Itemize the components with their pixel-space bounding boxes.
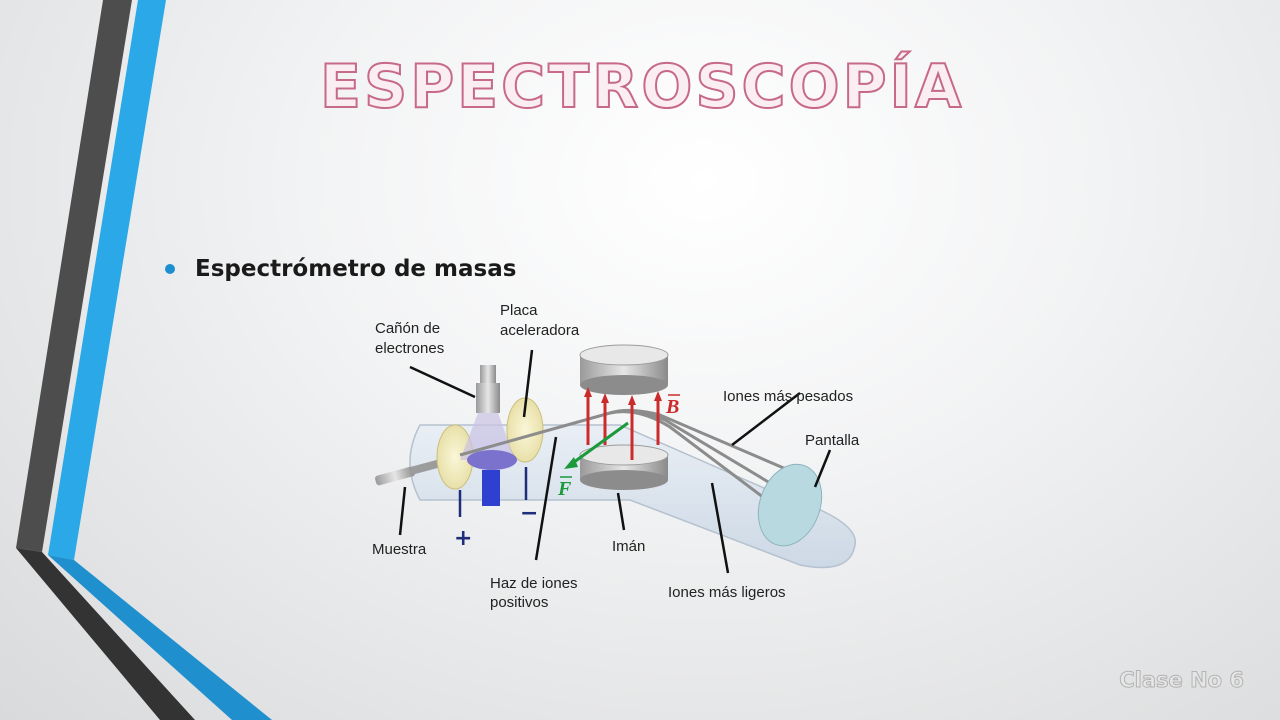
- minus-sign: −: [520, 501, 538, 526]
- dark-diagonal-band: [16, 0, 132, 552]
- dark-lower-band: [16, 548, 195, 720]
- blue-diagonal-band: [48, 0, 166, 560]
- label-electron-gun-1: Cañón de: [375, 320, 440, 337]
- label-beam-2: positivos: [490, 594, 548, 611]
- magnet: [579, 344, 669, 490]
- label-beam-1: Haz de iones: [490, 575, 578, 592]
- field-arrowheads: [584, 387, 662, 405]
- slide-footer: Clase No 6: [1119, 668, 1245, 693]
- bullet-item: Espectrómetro de masas: [165, 256, 516, 282]
- mass-spectrometer-diagram: B F + − Cañón de electrones Placa aceler…: [372, 302, 860, 611]
- force-arrowhead: [564, 457, 578, 469]
- leader-lines: [398, 349, 832, 574]
- b-vector-label: B: [665, 396, 679, 418]
- slide-title: ESPECTROSCOPÍA: [319, 51, 965, 123]
- label-magnet: Imán: [612, 538, 645, 555]
- plus-sign: +: [454, 526, 472, 551]
- detector-screen: [757, 463, 823, 547]
- magnetic-field-arrows: [586, 395, 660, 460]
- label-electron-gun-2: electrones: [375, 340, 444, 357]
- label-plate-1: Placa: [500, 302, 538, 319]
- plate-right: [506, 397, 544, 463]
- label-heavy-ions: Iones más pesados: [723, 388, 853, 405]
- force-arrow: [569, 421, 629, 467]
- electron-gun: [460, 365, 517, 506]
- bullet-dot-icon: [165, 264, 175, 274]
- label-screen: Pantalla: [805, 432, 860, 449]
- label-plate-2: aceleradora: [500, 322, 580, 339]
- blue-lower-band: [48, 555, 272, 720]
- label-light-ions: Iones más ligeros: [668, 584, 786, 601]
- label-sample: Muestra: [372, 541, 427, 558]
- bullet-text: Espectrómetro de masas: [195, 256, 517, 282]
- f-vector-label: F: [557, 478, 572, 500]
